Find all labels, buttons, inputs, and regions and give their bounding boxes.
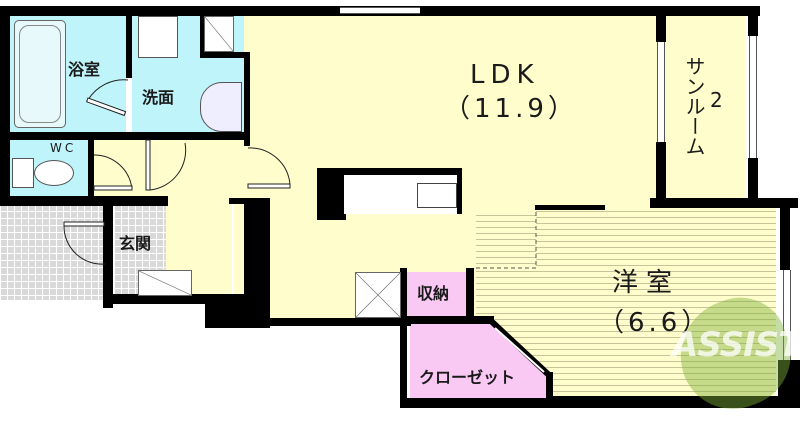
wall-closet-right: [546, 372, 553, 408]
kitchen-sink: [417, 183, 457, 208]
wall-sunroom-left-lower: [656, 142, 666, 208]
pipe-space: [355, 272, 401, 318]
closet-floor: [410, 322, 546, 398]
wall-bath-bottom: [0, 132, 248, 140]
wall-storage-bottom: [400, 316, 494, 324]
window-ldk-top: [340, 7, 420, 14]
wall-sunroom-right-lower: [748, 158, 758, 208]
wall-wc-right: [88, 140, 94, 198]
entrance-label: 玄関: [119, 234, 152, 253]
wall-hall-stub: [229, 198, 247, 204]
wall-wash-notch: [200, 52, 248, 58]
sunroom-size: 2: [710, 88, 723, 112]
wall-left: [0, 6, 10, 204]
window-sunroom-inner: [657, 42, 665, 142]
wall-sunroom-bottom: [650, 198, 798, 208]
ldk-size: （11.9）: [444, 94, 578, 124]
wall-storage-right: [466, 268, 474, 324]
washing-machine-space: [138, 16, 178, 58]
wall-wash-right: [244, 52, 250, 146]
window-western: [783, 270, 791, 360]
wall-bath-wash: [126, 14, 132, 78]
window-sunroom-outer: [749, 36, 757, 158]
wall-closet-diagonal: [487, 317, 553, 379]
kitchen-counter-wall: [317, 168, 346, 220]
wall-entrance-left: [103, 204, 113, 308]
wall-wash-notch-v: [200, 14, 205, 56]
wall-closet-bottom: [400, 398, 552, 408]
wall-storage-left: [400, 268, 407, 408]
storage-label: 収納: [417, 284, 450, 303]
wall-western-right: [780, 198, 790, 270]
wall-bottom-left: [205, 294, 270, 328]
wall-western-top-stub: [535, 205, 605, 210]
doors: [63, 79, 537, 269]
sunroom-label: サンルーム: [682, 56, 706, 156]
ldk-transition-floor: [476, 210, 536, 268]
toilet-label: WC: [50, 141, 77, 155]
wall-western-bottom: [546, 396, 790, 408]
watermark-text: ASSIST: [672, 325, 800, 365]
closet-label: クローゼット: [419, 368, 516, 387]
wall-sunroom-right: [748, 6, 758, 36]
ldk-label: LDK: [470, 60, 540, 90]
western-room-size: （6.6）: [598, 308, 712, 338]
wall-wc-bottom: [0, 196, 168, 206]
bathroom-label: 浴室: [68, 60, 101, 79]
closet-small: [204, 16, 234, 52]
washbasin: [200, 82, 242, 132]
shoe-box: [138, 270, 192, 296]
wall-sunroom-left: [656, 14, 666, 42]
wall-bottom-mid: [265, 318, 411, 326]
porch-tile-floor: [0, 204, 104, 300]
washroom-label: 洗面: [142, 88, 175, 107]
toilet-bowl: [12, 158, 74, 188]
sunroom-floor: [664, 14, 746, 198]
bathtub: [14, 20, 66, 128]
storage-floor: [406, 272, 466, 316]
wall-entrance-bottom: [103, 294, 207, 304]
western-room-label: 洋室: [612, 268, 681, 298]
